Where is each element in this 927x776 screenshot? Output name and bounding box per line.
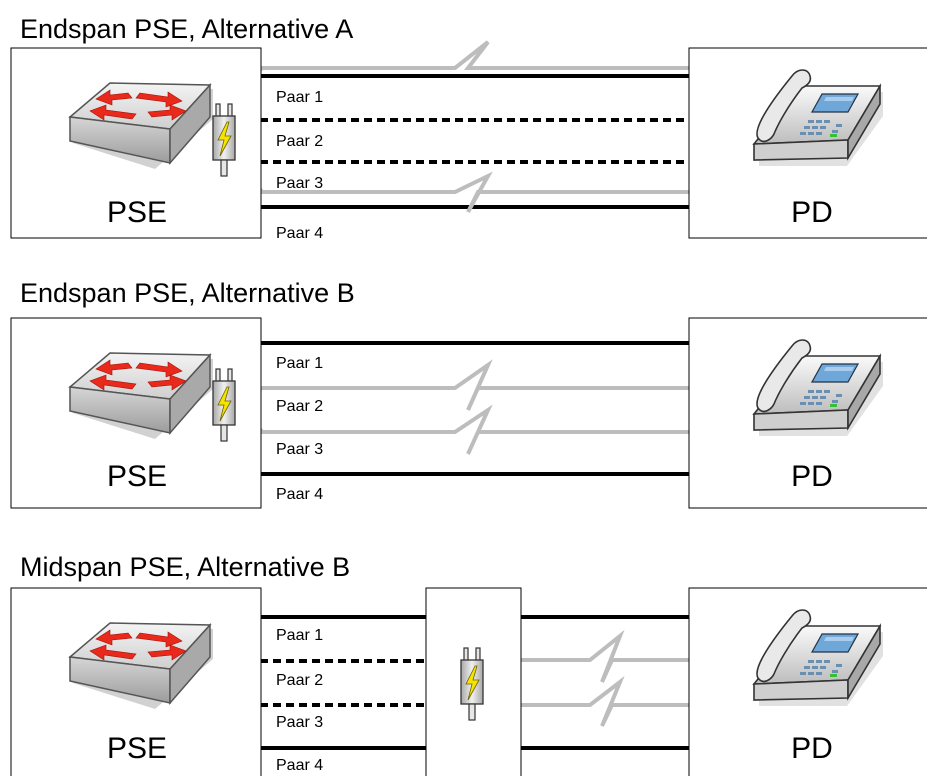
pse-label: PSE	[107, 732, 167, 765]
pse-label: PSE	[107, 196, 167, 229]
pair-label: Paar 2	[276, 133, 323, 150]
pd-label: PD	[791, 460, 833, 493]
power-path-upper	[239, 359, 690, 411]
pd-label: PD	[791, 196, 833, 229]
pair-label: Paar 4	[276, 486, 323, 503]
power-path-lower	[230, 148, 690, 213]
pair-label: Paar 3	[276, 714, 323, 731]
pair-label: Paar 1	[276, 89, 323, 106]
pair-label: Paar 2	[276, 672, 323, 689]
pair-label: Paar 4	[276, 225, 323, 242]
pse-label: PSE	[107, 460, 167, 493]
section-title: Endspan PSE, Alternative A	[20, 14, 353, 44]
section-endspan-alt-b: Endspan PSE, Alternative B PSE PD Paar 1…	[10, 278, 927, 509]
section-endspan-alt-a: Endspan PSE, Alternative A PSE PD Paar 1…	[10, 14, 927, 242]
pair-label: Paar 1	[276, 627, 323, 644]
section-midspan-alt-b: Midspan PSE, Alternative B PSE PD Paar 1…	[10, 552, 927, 776]
section-title: Midspan PSE, Alternative B	[20, 552, 350, 582]
section-title: Endspan PSE, Alternative B	[20, 278, 355, 308]
power-path-upper	[230, 40, 690, 98]
pair-label: Paar 3	[276, 441, 323, 458]
power-path-lower	[238, 398, 690, 455]
pair-label: Paar 4	[276, 757, 323, 774]
power-path-upper	[490, 629, 690, 683]
pair-label: Paar 3	[276, 175, 323, 192]
pd-label: PD	[791, 732, 833, 765]
power-path-lower	[490, 675, 690, 727]
pair-label: Paar 2	[276, 398, 323, 415]
pair-label: Paar 1	[276, 355, 323, 372]
